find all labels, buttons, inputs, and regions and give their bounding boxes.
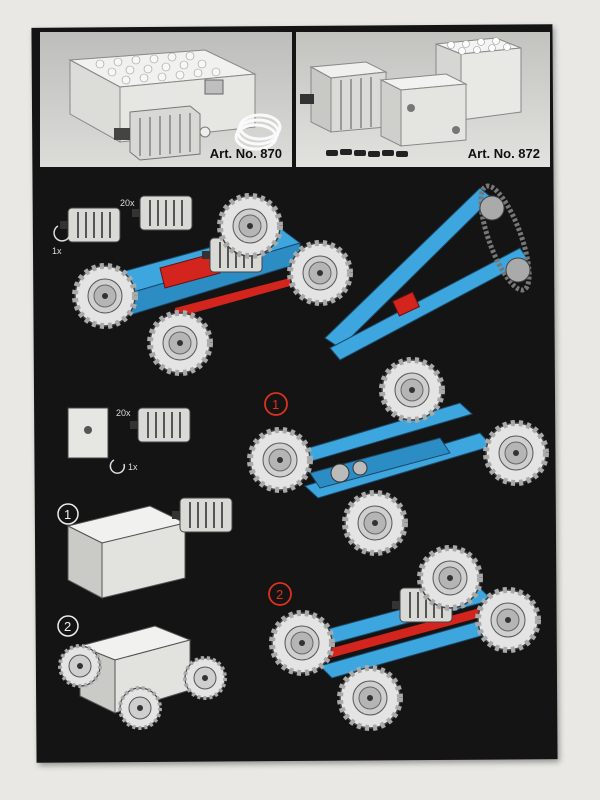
count-label-mid: 1x	[128, 462, 138, 472]
step-1-right-number: 1	[272, 397, 279, 412]
step-1-left-number: 1	[64, 507, 71, 522]
photo-motor-battery-box: Art. No. 870	[40, 32, 292, 167]
step-1-left: 1	[57, 497, 233, 599]
step-1-right-chassis: 1	[250, 360, 546, 553]
motor-parts-illustration	[300, 37, 522, 157]
build-instructions-diagram: 20x 1x	[40, 168, 550, 758]
top-motor-pair: 20x 1x	[52, 195, 193, 256]
lego-build-steps-svg: 20x 1x	[52, 183, 550, 758]
middle-gearbox-motor: 20x 1x	[67, 407, 191, 474]
step-2-left-number: 2	[64, 619, 71, 634]
step-2-right-car: 2	[268, 548, 538, 728]
gear-ratio-label-top: 20x	[120, 198, 135, 208]
car-model-top	[75, 196, 350, 373]
triangle-frame-model	[324, 183, 532, 361]
art-no-872-label: Art. No. 872	[467, 146, 540, 161]
art-no-870-label: Art. No. 870	[209, 146, 282, 161]
step-2-left: 2	[57, 615, 227, 730]
gear-ratio-label-mid: 20x	[116, 408, 131, 418]
step-2-right-number: 2	[276, 587, 283, 602]
count-label-top: 1x	[52, 246, 62, 256]
photo-motor-parts: Art. No. 872	[296, 32, 550, 167]
product-photo-strip: Art. No. 870	[40, 32, 550, 167]
battery-box-motor-illustration	[68, 49, 282, 161]
